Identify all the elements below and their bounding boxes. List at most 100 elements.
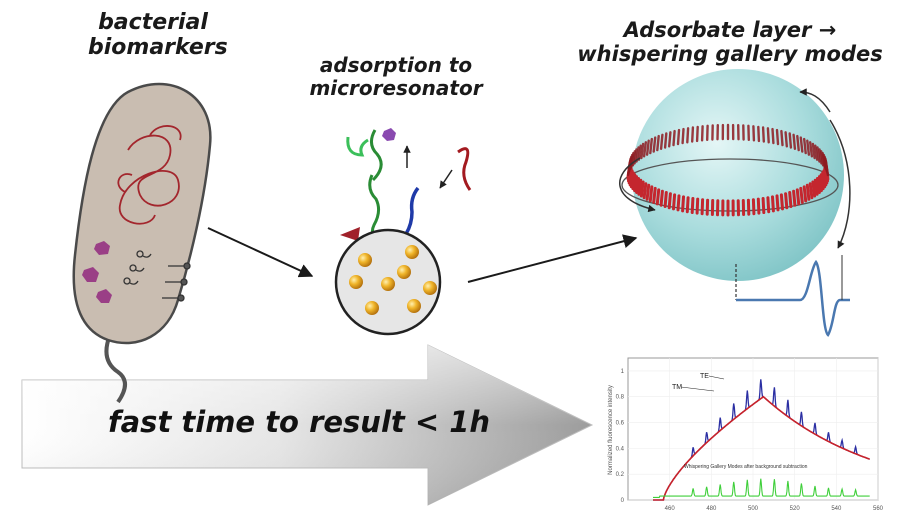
ring-segment: [642, 182, 648, 200]
ring-segment: [645, 139, 650, 156]
ring-segment: [659, 189, 664, 207]
x-tick-label: 480: [706, 506, 717, 512]
adsorption-label-line2: microresonator: [309, 76, 483, 100]
ring-segment: [630, 151, 635, 169]
ring-segment: [811, 180, 817, 198]
ring-segment: [766, 196, 771, 214]
bacteria-label: bacterial biomarkers: [88, 10, 228, 61]
y-tick-label: 0: [621, 498, 625, 504]
ring-segment: [649, 137, 653, 155]
ring-segment: [642, 141, 647, 158]
x-tick-label: 540: [831, 506, 842, 512]
ring-segment: [639, 180, 645, 198]
ring-segment: [640, 142, 645, 160]
ring-segment: [809, 141, 814, 158]
y-tick-label: 0.2: [616, 472, 625, 478]
ring-segment: [633, 175, 638, 193]
biomarker-strand: [457, 147, 472, 191]
ring-segment: [799, 186, 804, 204]
ring-segment: [813, 178, 819, 196]
equator-line: [621, 158, 839, 212]
ring-segment: [756, 197, 761, 215]
green-wgm-line: [653, 478, 870, 498]
ring-segment: [761, 126, 765, 143]
adsorption-label-line1: adsorption to: [319, 53, 473, 77]
bacteria-label-line2: biomarkers: [88, 35, 228, 61]
protein-blob: [96, 289, 112, 303]
ring-segment: [820, 150, 825, 167]
whispering-gallery-ring: [626, 123, 830, 217]
ring-segment: [806, 139, 811, 156]
ring-segment: [788, 191, 793, 208]
bacterium-cell: [72, 82, 212, 345]
te-annotation: TE: [700, 373, 709, 380]
rotation-arrow: [619, 157, 656, 213]
protein-blob: [94, 241, 110, 255]
ring-segment: [811, 142, 816, 160]
protein-blob: [82, 267, 99, 282]
ring-segment: [659, 133, 664, 151]
ring-segment: [656, 134, 660, 152]
ring-segment: [672, 193, 677, 211]
ring-segment: [648, 185, 654, 203]
ring-segment: [788, 132, 793, 149]
bacteria-label-line1: bacterial: [98, 10, 208, 35]
y-tick-label: 0.4: [616, 446, 625, 452]
bacterium: [72, 82, 212, 404]
y-tick-label: 0.8: [616, 395, 625, 401]
microresonator: [334, 128, 472, 336]
ring-segment: [652, 186, 657, 204]
ring-segment: [784, 192, 789, 210]
ring-segment: [695, 197, 700, 215]
wgm-sphere: [619, 69, 851, 337]
ring-segment: [652, 136, 657, 153]
ring-segment: [663, 191, 668, 208]
ring-segment: [635, 177, 640, 194]
ring-segment: [824, 159, 830, 177]
y-axis-label: Normalized fluorescence intensity: [608, 385, 614, 475]
ring-segment: [667, 192, 672, 210]
ring-segment: [808, 182, 814, 200]
arrow-resonator-to-wgm: [467, 234, 638, 283]
rotation-arrow: [799, 88, 831, 113]
ring-segment: [681, 127, 685, 145]
ring-segment: [631, 173, 637, 191]
ring-segment: [771, 195, 775, 213]
green-caption: Whispering Gallery Modes after backgroun…: [684, 464, 808, 470]
ring-segment: [700, 198, 705, 216]
arrow-bacteria-to-resonator: [207, 227, 314, 278]
ring-segment: [655, 188, 661, 206]
x-tick-label: 500: [748, 506, 759, 512]
ring-segment: [672, 129, 676, 147]
membrane-receptors: [162, 262, 191, 302]
tm-pointer: [680, 386, 715, 392]
ring-segment: [668, 131, 672, 148]
ring-segment: [775, 194, 780, 212]
ring-segment: [751, 198, 756, 216]
tm-annotation: TM: [672, 384, 682, 391]
whispering-label-line2: whispering gallery modes: [577, 42, 883, 67]
x-tick-label: 460: [665, 506, 676, 512]
ring-segment: [681, 195, 685, 213]
te-pointer: [708, 375, 725, 380]
ring-segment: [761, 197, 766, 214]
ring-segment: [700, 125, 704, 142]
ring-segment: [803, 137, 807, 155]
antibody: [340, 227, 360, 241]
ring-segment: [821, 171, 827, 189]
dna-strand: [117, 125, 182, 225]
ring-segment: [686, 127, 690, 144]
ring-segment: [766, 127, 770, 144]
ring-segment: [795, 188, 801, 206]
time-to-result-arrow: fast time to result < 1h: [21, 344, 594, 506]
ring-segment: [816, 146, 821, 163]
y-tick-label: 1: [621, 369, 625, 375]
sphere-body: [632, 69, 844, 281]
ring-segment: [805, 183, 811, 201]
ring-segment: [752, 125, 756, 142]
ring-segment: [799, 136, 804, 153]
ring-segment: [676, 128, 681, 146]
ring-segment: [784, 131, 788, 148]
ring-segment: [779, 193, 784, 211]
